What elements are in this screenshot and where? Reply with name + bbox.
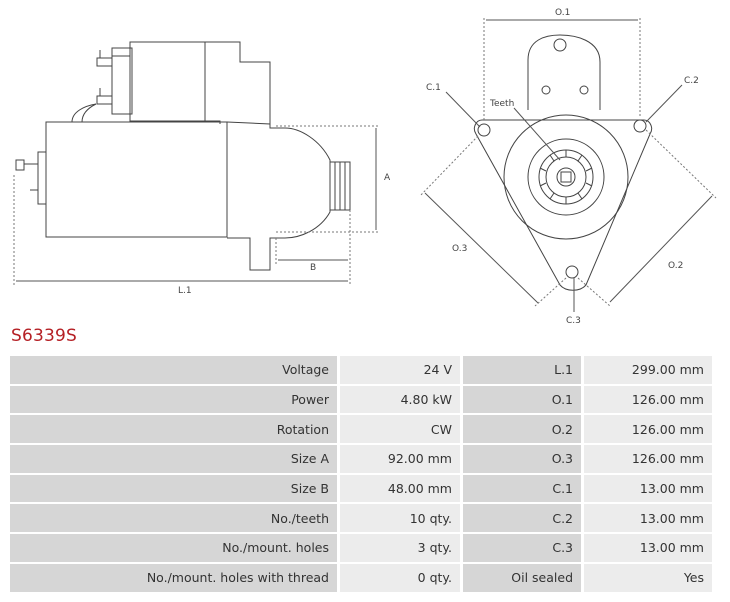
pinion-teeth <box>539 150 593 204</box>
spec-value: 126.00 mm <box>581 385 712 414</box>
spec-value: 3 qty. <box>337 534 460 562</box>
spec-label: C.2 <box>460 504 581 533</box>
spec-label: O.3 <box>460 445 581 473</box>
spec-label: No./mount. holes with thread <box>10 563 337 592</box>
spec-label: C.3 <box>460 534 581 562</box>
label-b: B <box>310 263 316 273</box>
table-row: Size B 48.00 mm C.1 13.00 mm <box>10 474 712 503</box>
spec-value: 24 V <box>337 356 460 384</box>
spec-value: 13.00 mm <box>581 504 712 533</box>
spec-label: No./teeth <box>10 504 337 533</box>
label-c2: C.2 <box>684 76 699 86</box>
spec-label: C.1 <box>460 474 581 503</box>
specs-table-body: Voltage 24 V L.1 299.00 mm Power 4.80 kW… <box>10 356 712 592</box>
front-view-dimension-lines <box>419 18 717 307</box>
spec-label: Voltage <box>10 356 337 384</box>
side-view-dimension-lines <box>13 125 380 285</box>
label-a: A <box>384 173 391 183</box>
label-o1: O.1 <box>555 8 570 18</box>
table-row: Power 4.80 kW O.1 126.00 mm <box>10 385 712 414</box>
table-row: Rotation CW O.2 126.00 mm <box>10 415 712 444</box>
label-c1: C.1 <box>426 83 441 93</box>
label-o2: O.2 <box>668 261 683 271</box>
spec-label: Oil sealed <box>460 563 581 592</box>
spec-value: CW <box>337 415 460 444</box>
spec-label: Size A <box>10 445 337 473</box>
side-view-dimension-arrows <box>16 128 377 282</box>
spec-value: 10 qty. <box>337 504 460 533</box>
front-view-outline <box>473 34 653 291</box>
spec-label: Rotation <box>10 415 337 444</box>
spec-label: O.1 <box>460 385 581 414</box>
spec-value: Yes <box>581 563 712 592</box>
table-row: No./teeth 10 qty. C.2 13.00 mm <box>10 504 712 533</box>
table-row: No./mount. holes 3 qty. C.3 13.00 mm <box>10 534 712 562</box>
label-c3: C.3 <box>566 316 581 326</box>
spec-label: O.2 <box>460 415 581 444</box>
specs-table: Voltage 24 V L.1 299.00 mm Power 4.80 kW… <box>10 354 712 594</box>
spec-value: 13.00 mm <box>581 474 712 503</box>
spec-value: 13.00 mm <box>581 534 712 562</box>
spec-value: 48.00 mm <box>337 474 460 503</box>
spec-value: 4.80 kW <box>337 385 460 414</box>
spec-value: 126.00 mm <box>581 415 712 444</box>
table-row: No./mount. holes with thread 0 qty. Oil … <box>10 563 712 592</box>
label-l1: L.1 <box>178 286 192 296</box>
side-view-outline <box>15 41 351 271</box>
spec-value: 0 qty. <box>337 563 460 592</box>
product-code: S6339S <box>11 326 78 346</box>
label-o3: O.3 <box>452 244 467 254</box>
table-row: Voltage 24 V L.1 299.00 mm <box>10 356 712 384</box>
spec-value: 299.00 mm <box>581 356 712 384</box>
spec-label: Power <box>10 385 337 414</box>
front-view-dimension-arrows <box>424 19 713 312</box>
spec-label: L.1 <box>460 356 581 384</box>
technical-drawing: L.1 A B O.1 O.3 O.2 C.1 C.2 C.3 Teeth <box>13 8 717 326</box>
spec-value: 126.00 mm <box>581 445 712 473</box>
spec-label: No./mount. holes <box>10 534 337 562</box>
table-row: Size A 92.00 mm O.3 126.00 mm <box>10 445 712 473</box>
spec-label: Size B <box>10 474 337 503</box>
label-teeth: Teeth <box>489 99 514 109</box>
spec-value: 92.00 mm <box>337 445 460 473</box>
